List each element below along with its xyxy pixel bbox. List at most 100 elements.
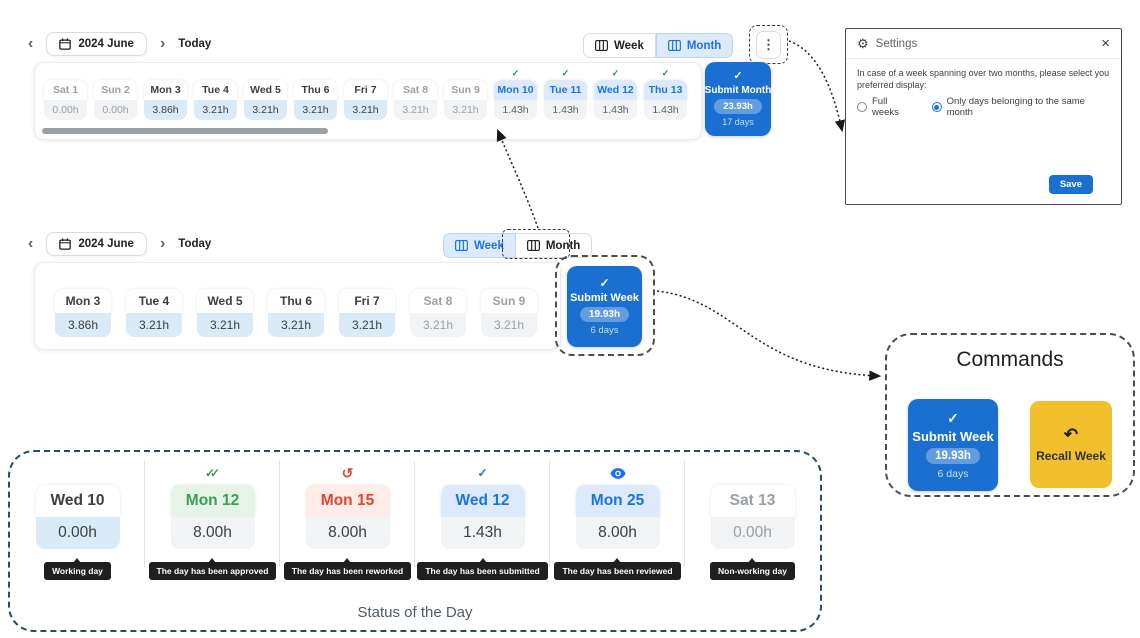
day-label: Thu 6 (268, 289, 324, 313)
month-bar-nav: ‹ 2024 June › Today (28, 32, 211, 56)
status-tooltip: The day has been approved (148, 558, 277, 580)
today-button[interactable]: Today (178, 238, 212, 250)
day-hours: 3.86h (55, 313, 111, 337)
day-label: Sat 1 (44, 80, 87, 100)
columns-icon (455, 240, 468, 251)
radio-option-label: Full weeks (872, 96, 899, 119)
prev-week-chevron[interactable]: ‹ (28, 235, 34, 252)
week-view-label: Week (474, 239, 504, 252)
status-tooltip: Working day (44, 558, 111, 580)
week-bar-nav: ‹ 2024 June › Today (28, 232, 211, 256)
day-hours: 1.43h (494, 100, 537, 120)
recall-week-command-button[interactable]: ↶ Recall Week (1030, 401, 1112, 488)
settings-popup: ⚙ Settings × In case of a week spanning … (845, 28, 1122, 205)
day-label: Mon 3 (144, 80, 187, 100)
horizontal-scrollbar[interactable] (42, 128, 328, 134)
submitted-check-icon: ✓ (661, 68, 670, 78)
week-view-button[interactable]: Week (443, 233, 516, 258)
month-view-label: Month (686, 39, 722, 52)
day-label: Sun 9 (444, 80, 487, 100)
radio-option-label: Only days belonging to the same month (946, 96, 1085, 119)
settings-header: ⚙ Settings × (846, 29, 1121, 59)
save-button[interactable]: Save (1048, 175, 1093, 194)
status-tooltip: The day has been reviewed (554, 558, 681, 580)
arrow-submitweek-to-commands (656, 290, 882, 381)
day-label: Thu 6 (294, 80, 337, 100)
day-hours: 3.21h (126, 313, 182, 337)
radio-option[interactable]: Full weeks (857, 96, 916, 118)
submit-month-total-badge: 23.93h (714, 99, 762, 114)
check-icon: ✓ (599, 276, 610, 290)
radio-selected-icon[interactable] (931, 102, 942, 113)
columns-icon (526, 240, 540, 251)
month-view-button[interactable]: Month (515, 233, 593, 258)
radio-option[interactable]: Only days belonging to the same month (931, 96, 1110, 119)
day-hours: 0.00h (94, 100, 137, 120)
prev-month-chevron[interactable]: ‹ (28, 35, 34, 52)
day-hours: 3.21h (294, 100, 337, 120)
today-button[interactable]: Today (178, 38, 212, 50)
date-picker-button[interactable]: 2024 June (46, 232, 147, 256)
date-label: 2024 June (78, 238, 134, 250)
submit-month-button[interactable]: ✓ Submit Month 23.93h 17 days (705, 62, 771, 136)
day-hours: 1.43h (544, 100, 587, 120)
next-month-chevron[interactable]: › (159, 35, 166, 52)
check-icon: ✓ (947, 409, 959, 426)
week-view-button[interactable]: Week (583, 33, 656, 58)
day-label: Sun 9 (481, 289, 537, 313)
day-label: Sat 8 (410, 289, 466, 313)
status-tooltip: The day has been reworked (283, 558, 412, 580)
day-label: Wed 12 (440, 485, 525, 517)
submit-week-command-button[interactable]: ✓ Submit Week 19.93h 6 days (908, 399, 998, 491)
month-bar-view-toggle: Week Month (583, 33, 734, 58)
day-label: Tue 4 (126, 289, 182, 313)
day-label: Wed 5 (244, 80, 287, 100)
close-icon[interactable]: × (1101, 35, 1110, 52)
day-label: Sun 2 (94, 80, 137, 100)
submitted-check-icon: ✓ (511, 68, 520, 78)
next-week-chevron[interactable]: › (159, 235, 166, 252)
submit-week-days: 6 days (590, 325, 619, 336)
day-label: Mon 25 (575, 485, 660, 517)
radio-unselected-icon[interactable] (857, 102, 867, 113)
month-view-button[interactable]: Month (655, 33, 734, 58)
arrow-month-to-monthview (496, 128, 539, 229)
kebab-menu-button[interactable]: ⋮ (756, 31, 781, 59)
day-hours: 3.86h (144, 100, 187, 120)
submit-week-button[interactable]: ✓ Submit Week 19.93h 6 days (567, 266, 642, 347)
week-view-label: Week (614, 39, 644, 52)
submitted-check-icon: ✓ (477, 466, 488, 480)
date-picker-button[interactable]: 2024 June (46, 32, 147, 56)
status-tooltip: Non-working day (710, 558, 795, 580)
day-hours: 3.21h (344, 100, 387, 120)
